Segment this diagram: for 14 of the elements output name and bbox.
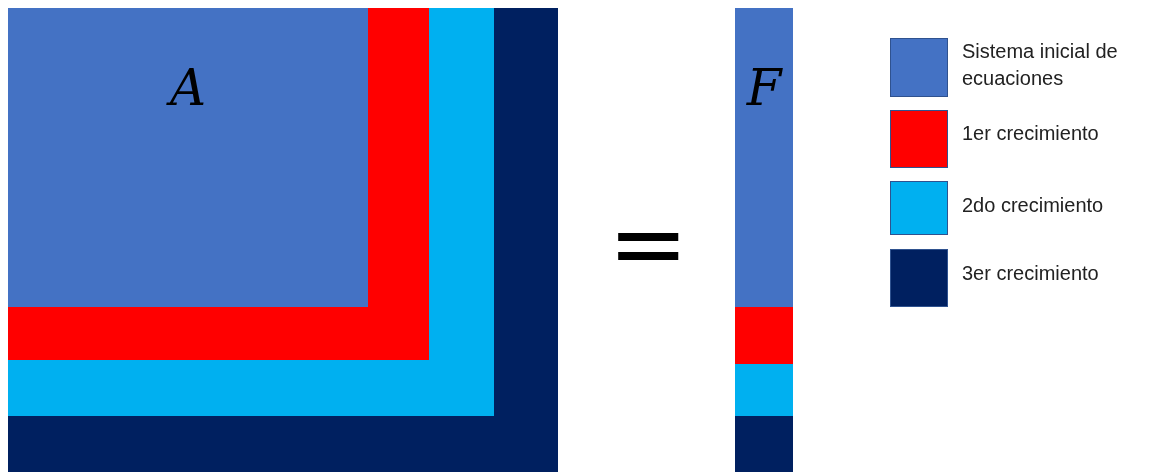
legend-text: 3er crecimiento [962,261,1100,286]
legend-text: 1er crecimiento [962,121,1100,146]
legend-text: 2do crecimiento [962,193,1105,218]
matrix-block [735,416,793,472]
matrix-block [735,8,793,307]
matrix-block [735,364,793,416]
matrix-block [8,8,429,360]
matrix-block [8,8,494,416]
legend-text: Sistema inicial de ecuaciones [962,39,1119,91]
matrix-symbol: F [746,62,782,113]
matrix-block [8,8,368,307]
matrix-block [735,307,793,364]
matrix-block [8,8,558,472]
equals-sign: = [608,196,689,292]
